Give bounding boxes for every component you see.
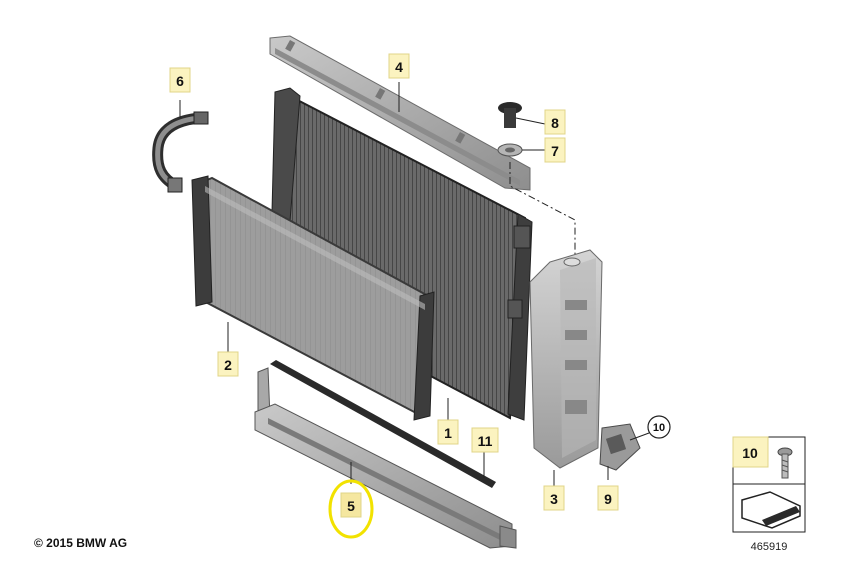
copyright-text: © 2015 BMW AG xyxy=(34,536,127,550)
radiator-part xyxy=(266,87,533,421)
callout-1: 1 xyxy=(437,419,459,445)
svg-text:6: 6 xyxy=(176,73,184,89)
legend-box: 10 xyxy=(732,436,806,533)
svg-text:9: 9 xyxy=(604,491,612,507)
assembly-line xyxy=(509,162,576,258)
svg-text:1: 1 xyxy=(444,425,452,441)
callout-3: 3 xyxy=(543,485,565,511)
callout-11: 11 xyxy=(471,427,499,453)
lower-air-guide-part xyxy=(254,367,517,549)
svg-text:3: 3 xyxy=(550,491,558,507)
callout-5-highlighted: 5 xyxy=(328,479,374,539)
svg-text:5: 5 xyxy=(347,498,355,514)
screw-icon xyxy=(777,447,793,479)
callout-4: 4 xyxy=(388,53,410,79)
figure-number: 465919 xyxy=(751,541,788,553)
callout-9: 9 xyxy=(597,485,619,511)
callout-10-circle: 10 xyxy=(647,415,671,439)
coolant-hose-part xyxy=(152,111,209,193)
small-bracket-part xyxy=(599,423,641,471)
callout-8: 8 xyxy=(544,109,566,135)
svg-text:4: 4 xyxy=(395,59,403,75)
svg-text:11: 11 xyxy=(478,433,493,449)
svg-text:2: 2 xyxy=(224,357,232,373)
callout-2: 2 xyxy=(217,351,239,377)
push-pin-part xyxy=(498,102,522,128)
callout-7: 7 xyxy=(544,137,566,163)
svg-text:8: 8 xyxy=(551,115,559,131)
callout-6: 6 xyxy=(169,67,191,93)
arrow-icon xyxy=(741,491,801,529)
svg-text:7: 7 xyxy=(551,143,559,159)
seal-strip-part xyxy=(270,360,496,488)
grommet-part xyxy=(497,143,523,157)
side-bracket-part xyxy=(529,249,603,469)
condenser-part xyxy=(191,175,435,421)
top-bracket-part xyxy=(269,35,531,191)
svg-text:10: 10 xyxy=(653,422,665,434)
svg-text:10: 10 xyxy=(742,445,758,461)
